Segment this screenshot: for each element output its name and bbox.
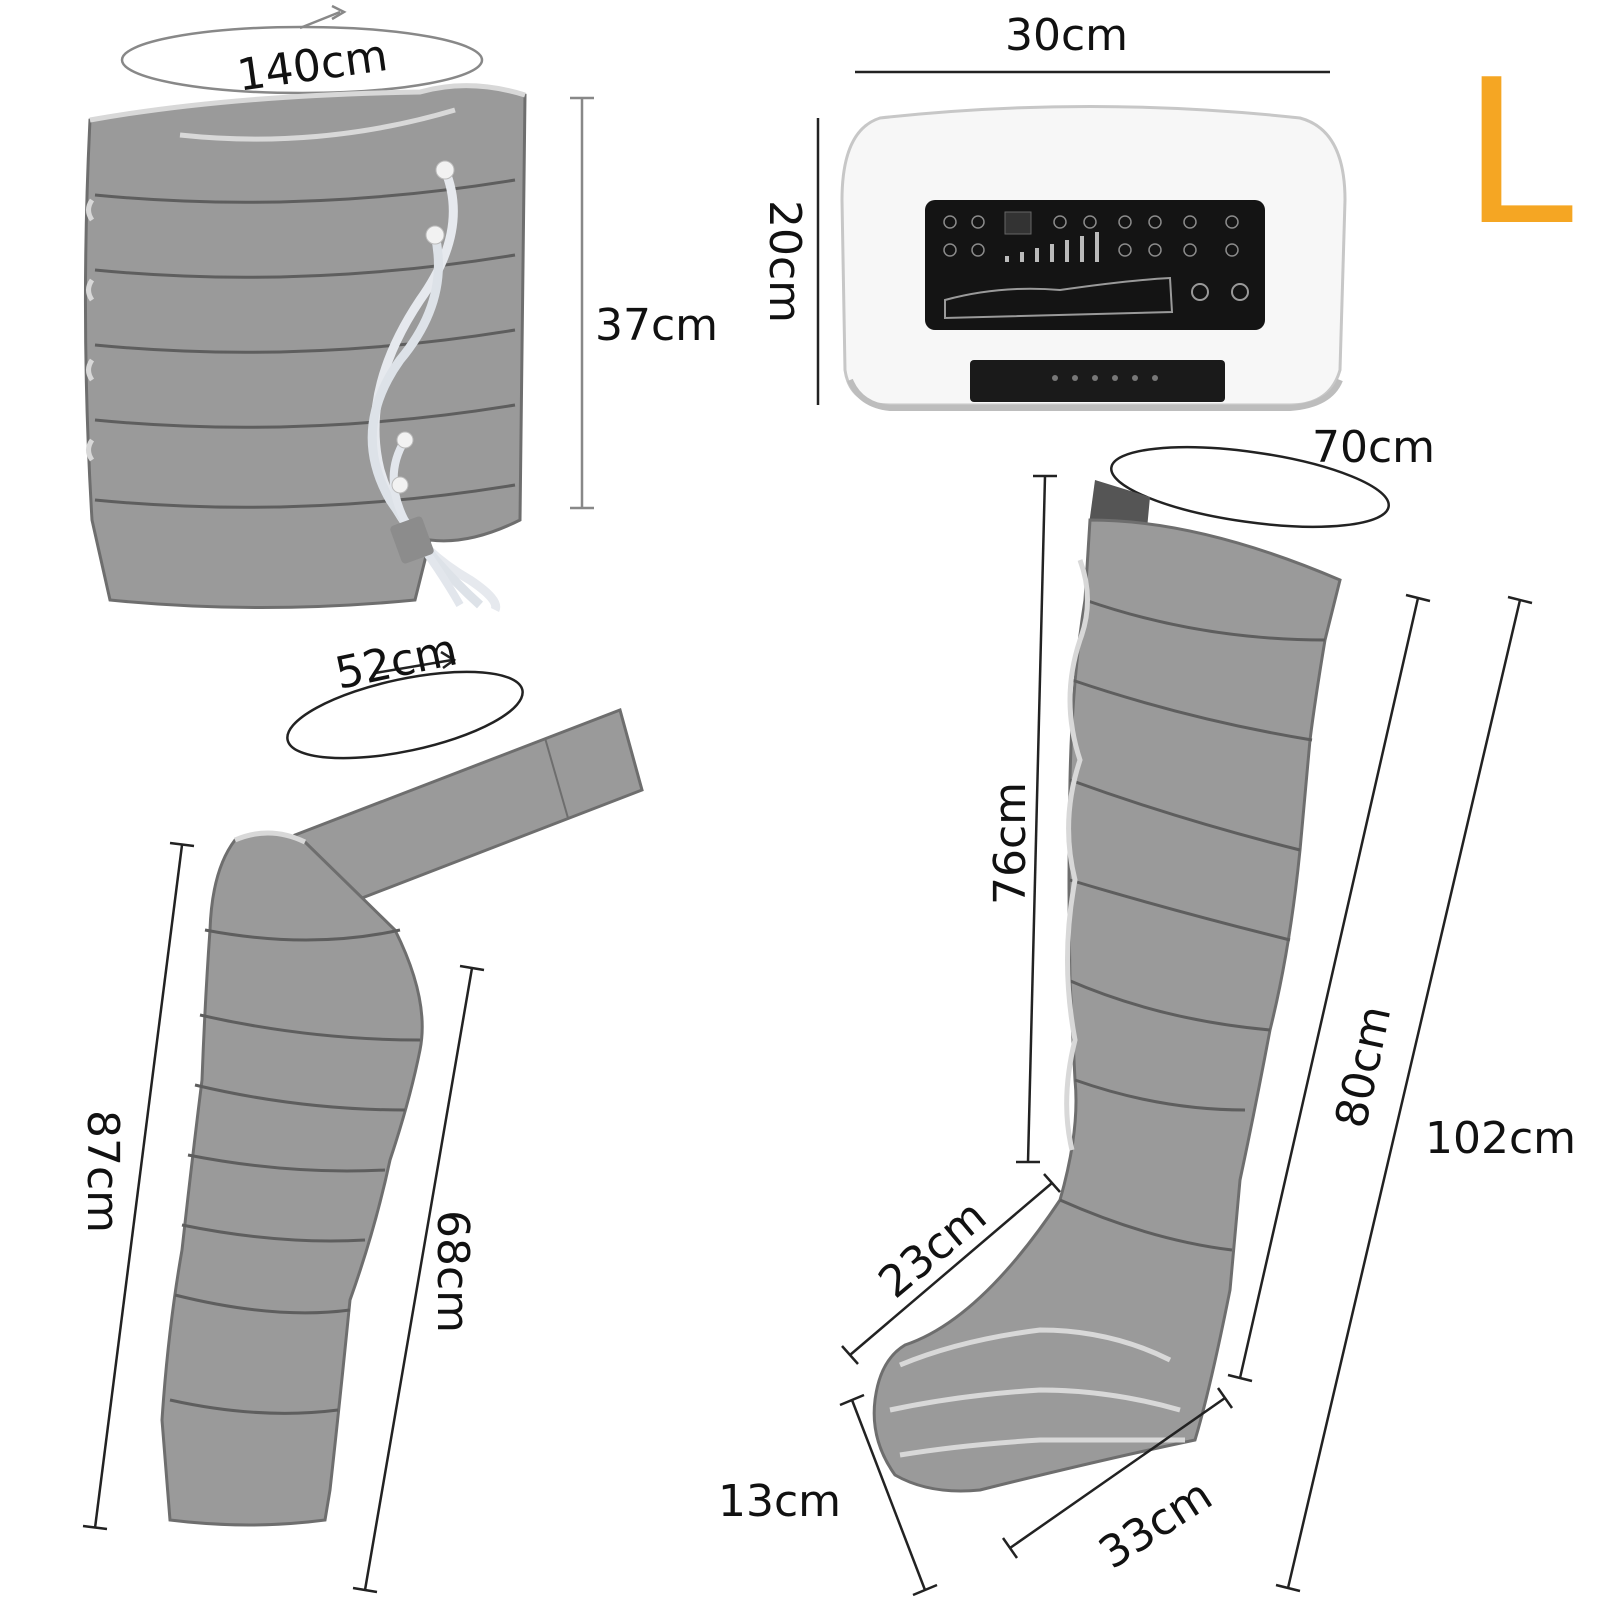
arm-sleeve-image: 52cm 87cm 68cm — [77, 624, 644, 1594]
waist-tube-connector — [435, 160, 455, 180]
leg-chamber-line — [1067, 978, 1271, 1032]
leg-foot-length-label: 33cm — [1090, 1469, 1221, 1579]
waist-tube-connector — [396, 431, 414, 449]
waist-height-label: 37cm — [595, 300, 718, 351]
leg-inner-length-line — [1026, 475, 1047, 1163]
waist-tube-connector — [425, 225, 445, 245]
arm-circumference-arrow — [374, 658, 453, 675]
waist-wrap-chamber-line — [94, 483, 516, 509]
leg-foot-seam — [889, 1327, 1185, 1458]
leg-chamber-line — [1059, 1198, 1233, 1252]
arm-circumference-ring — [286, 670, 524, 760]
leg-foot-height-label: 13cm — [718, 1476, 841, 1527]
leg-boot-image: 70cm 76cm 80cm 102cm 23cm — [718, 422, 1576, 1597]
leg-front-length-line — [1238, 597, 1420, 1379]
arm-total-length-line — [93, 844, 184, 1529]
arm-chamber-line — [174, 1293, 351, 1315]
leg-ankle-width-label: 23cm — [869, 1190, 996, 1308]
leg-total-length-line — [1286, 599, 1522, 1589]
leg-chamber-line — [1084, 598, 1326, 642]
waist-wrap-image: 140cm 37cm — [83, 4, 718, 613]
device-air-outlet-panel — [970, 360, 1225, 402]
leg-front-length-label: 80cm — [1326, 1001, 1401, 1132]
leg-foot-height-line — [850, 1399, 927, 1591]
leg-circumference-ring — [1110, 445, 1390, 529]
arm-total-length-label: 87cm — [77, 1110, 128, 1233]
leg-foot-length-line — [1009, 1396, 1226, 1550]
waist-wrap-side-seam — [86, 198, 95, 462]
arm-total-length-cap — [169, 841, 195, 848]
leg-foot-length-cap — [1216, 1387, 1234, 1409]
device-display — [1004, 211, 1032, 235]
leg-circumference-label: 70cm — [1312, 422, 1435, 473]
mode-button-icon — [1231, 283, 1249, 301]
leg-total-length-cap — [1507, 595, 1533, 605]
arm-chamber-line — [204, 928, 401, 942]
waist-wrap-chamber-line — [94, 328, 516, 354]
leg-front-length-cap — [1405, 593, 1431, 603]
device-base-edge — [847, 378, 1343, 411]
arm-sleeve-top-edge — [234, 830, 307, 845]
leg-inner-length-label: 76cm — [985, 782, 1036, 905]
arm-arrow-head — [440, 650, 457, 670]
arm-inner-length-label: 68cm — [427, 1210, 478, 1333]
device-width-label: 30cm — [1005, 10, 1128, 61]
leg-zipper-seam — [1064, 559, 1090, 1151]
waist-wrap-top-edge — [89, 83, 526, 123]
waist-wrap-inner-edge — [179, 107, 456, 142]
leg-foot-length-cap — [1001, 1537, 1019, 1559]
arm-strap-velcro-edge — [544, 737, 569, 819]
leg-chamber-line — [1074, 1078, 1246, 1112]
waist-wrap-chamber-line — [94, 403, 516, 429]
leg-front-length-cap — [1227, 1373, 1253, 1383]
waist-circumference-arrow — [299, 10, 341, 30]
waist-wrap-body — [83, 84, 527, 609]
leg-chamber-line — [1071, 678, 1313, 742]
arm-inner-length-cap — [352, 1586, 378, 1594]
waist-arrow-head — [331, 4, 347, 21]
arm-chamber-line — [194, 1083, 406, 1112]
waist-wrap-chamber-line — [94, 253, 516, 279]
arm-circumference-label: 52cm — [331, 624, 462, 699]
leg-chamber-line — [1069, 778, 1301, 852]
arm-chamber-line — [187, 1153, 386, 1173]
leg-ankle-width-line — [849, 1182, 1053, 1356]
leg-foot-height-cap — [839, 1393, 865, 1407]
arm-sleeve-body — [160, 831, 424, 1527]
device-panel-buttons — [943, 215, 1239, 257]
leg-foot-height-cap — [912, 1583, 938, 1597]
arm-chamber-line — [181, 1223, 366, 1243]
device-air-ports — [1052, 375, 1158, 381]
size-label: L — [1462, 37, 1573, 270]
waist-tube-clip — [390, 516, 434, 564]
arm-inner-length-line — [363, 967, 474, 1591]
control-device-image: 30cm 20cm — [759, 10, 1347, 411]
leg-ankle-width-cap — [1043, 1173, 1061, 1193]
leg-boot-body — [872, 518, 1342, 1493]
arm-inner-length-cap — [459, 964, 485, 972]
waist-tube-connector — [391, 476, 409, 494]
leg-chamber-line — [1069, 878, 1291, 942]
arm-total-length-cap — [82, 1524, 108, 1531]
leg-ankle-width-cap — [841, 1345, 859, 1365]
power-button-icon — [1191, 283, 1209, 301]
leg-total-length-cap — [1275, 1583, 1301, 1593]
device-level-bars — [1005, 232, 1099, 262]
arm-chamber-line — [169, 1398, 339, 1415]
waist-wrap-chamber-line — [94, 178, 516, 204]
device-leg-diagram — [944, 276, 1174, 320]
arm-chamber-line — [199, 1013, 421, 1042]
device-height-label: 20cm — [759, 200, 810, 323]
leg-total-length-label: 102cm — [1425, 1113, 1576, 1164]
